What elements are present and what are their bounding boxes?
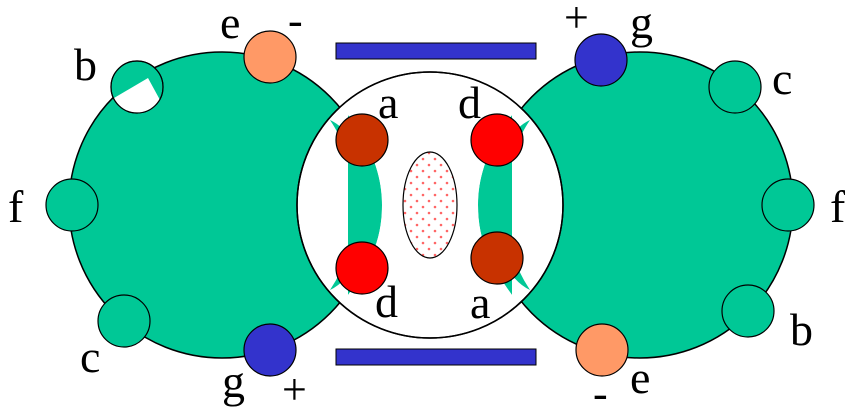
left-site-d	[335, 241, 389, 295]
left-site-c	[97, 294, 151, 348]
core-dotted-ellipse	[402, 151, 458, 259]
right-site-a	[470, 231, 524, 285]
right-site-c	[708, 60, 762, 114]
right-label-f: f	[830, 181, 845, 232]
left-site-f	[45, 178, 99, 232]
left-label-f: f	[8, 181, 24, 232]
right-label-c: c	[772, 53, 792, 104]
left-label-b: b	[74, 39, 97, 90]
right-site-g	[574, 33, 628, 87]
left-label-e-sign: -	[288, 0, 303, 45]
left-label-g: g	[222, 356, 245, 407]
left-site-g	[243, 323, 297, 377]
right-site-d	[470, 113, 524, 167]
right-label-g: g	[630, 0, 653, 48]
right-label-d: d	[458, 77, 481, 128]
right-label-e-sign: -	[593, 369, 608, 409]
right-label-e: e	[630, 352, 650, 403]
core-circle-outline	[296, 71, 564, 339]
right-label-g-sign: +	[564, 0, 589, 42]
left-label-g-sign: +	[282, 365, 307, 409]
left-label-c: c	[80, 331, 100, 382]
left-label-e: e	[220, 0, 240, 48]
right-site-b	[721, 284, 775, 338]
left-site-a	[335, 113, 389, 167]
right-site-e	[575, 323, 629, 377]
right-label-b: b	[790, 304, 813, 355]
bottom-bar	[335, 348, 537, 366]
right-label-a: a	[470, 277, 490, 328]
left-site-e	[243, 30, 297, 84]
right-site-f	[761, 178, 815, 232]
top-bar	[335, 42, 537, 60]
left-label-a: a	[378, 77, 398, 128]
left-label-d: d	[375, 276, 398, 327]
left-site-b-white	[114, 78, 160, 113]
